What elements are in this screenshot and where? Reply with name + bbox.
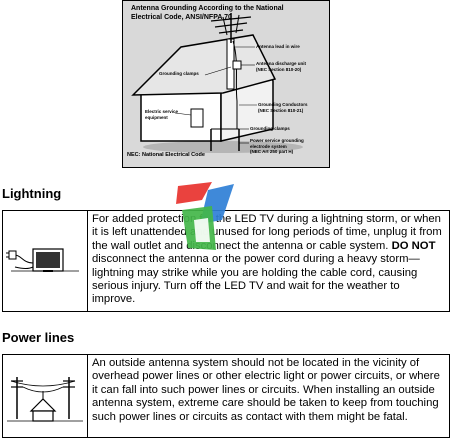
label-grounding-clamps-top: Grounding clamps <box>159 71 199 76</box>
house-antenna-illustration <box>131 13 303 153</box>
power-lines-icon-cell <box>3 355 88 437</box>
diagram-title: Antenna Grounding According to the Natio… <box>131 5 284 21</box>
power-lines-warning-box: An outside antenna system should not be … <box>2 354 450 438</box>
label-grounding-clamps-bottom: Grounding clamps <box>250 126 290 131</box>
nec-footnote: NEC: National Electrical Code <box>127 152 205 158</box>
label-electric-service: Electric service equipment <box>145 109 179 120</box>
antenna-grounding-diagram: Antenna Grounding According to the Natio… <box>122 0 330 168</box>
label-discharge-unit: Antenna discharge unit (NEC Section 810-… <box>256 61 307 72</box>
power-lines-heading: Power lines <box>2 330 75 345</box>
label-grounding-conductors: Grounding Conductors (NEC Section 810-21… <box>258 102 308 113</box>
lightning-text: For added protection for the LED TV duri… <box>92 213 442 306</box>
label-electrode-system: Power service grounding electrode system… <box>250 138 304 154</box>
power-lines-house-icon <box>7 377 83 422</box>
lightning-heading: Lightning <box>2 186 62 201</box>
brand-logo-icon <box>176 182 234 250</box>
lightning-icon-cell <box>3 211 88 311</box>
lightning-warning-box: For added protection for the LED TV duri… <box>2 210 450 312</box>
power-lines-text: An outside antenna system should not be … <box>92 357 440 423</box>
tv-plug-icon <box>6 248 79 272</box>
label-lead-in: Antenna lead in wire <box>256 44 300 49</box>
